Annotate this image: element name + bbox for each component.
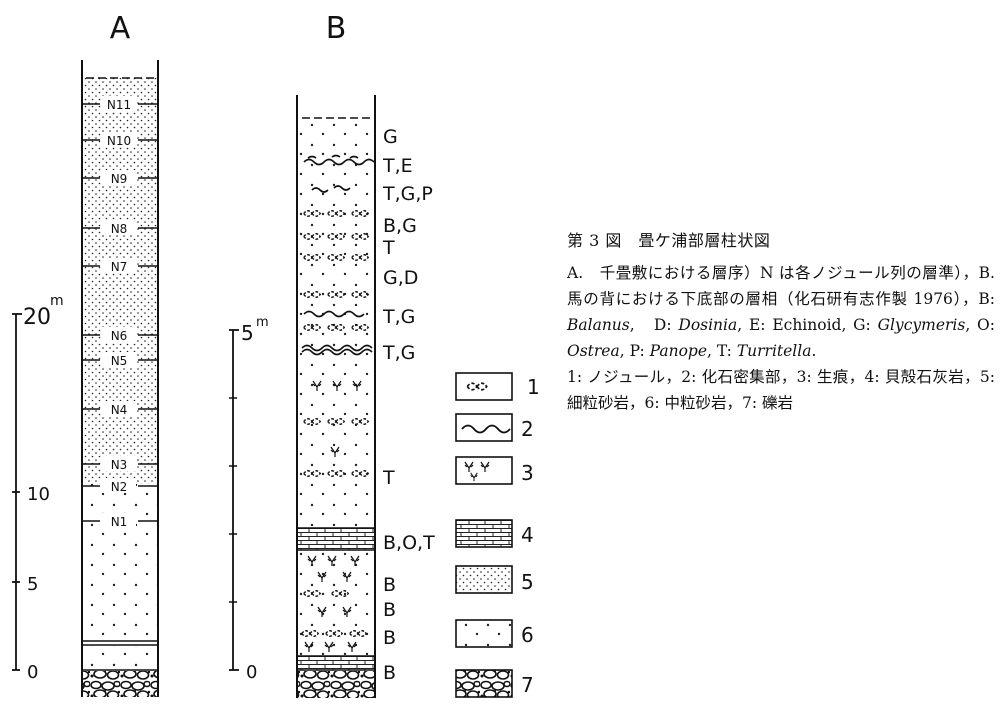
fossil-label: B xyxy=(383,627,396,649)
conglomerate-layer xyxy=(82,671,158,697)
figure-caption: 第 3 図 畳ケ浦部層柱状図 A. 千畳敷における層序）N は各ノジュール列の層… xyxy=(567,228,995,416)
fossil-label: G xyxy=(383,126,398,148)
column-a-scale: 20 m 10 5 0 xyxy=(12,293,64,683)
nodule-horizon-label: N10 xyxy=(107,134,131,148)
caption-b-label: B: xyxy=(978,290,995,308)
nodule-horizon-label: N7 xyxy=(111,260,128,274)
legend-item-5: 5 xyxy=(456,566,534,594)
caption-d-genus: Dosinia xyxy=(678,316,737,334)
caption-description: A. 千畳敷における層序）N は各ノジュール列の層準），B. 馬の背における下底… xyxy=(567,260,995,364)
nodule-horizon-label: N8 xyxy=(111,222,128,236)
nodule-horizon-label: N2 xyxy=(111,480,128,494)
nodule-horizon-label: N9 xyxy=(111,172,128,186)
caption-o-genus: Ostrea xyxy=(567,342,620,360)
caption-o-label: , O: xyxy=(965,316,995,334)
caption-t-genus: Turritella xyxy=(737,342,812,360)
nodule-horizon-label: N1 xyxy=(111,515,128,529)
fossil-label: T,G xyxy=(382,342,415,364)
fossil-label: T,G,P xyxy=(382,183,433,205)
nodule-horizon-label: N11 xyxy=(107,98,131,112)
fossil-label: B xyxy=(383,662,396,684)
scale-a-5: 5 xyxy=(27,574,38,595)
medium-sandstone-lower xyxy=(297,550,375,655)
legend-num-6: 6 xyxy=(521,623,534,647)
caption-e-label: , E: Echinoid, G: xyxy=(737,316,871,334)
fossil-label: B xyxy=(383,574,396,596)
scale-a-unit: m xyxy=(50,293,64,309)
column-b: B xyxy=(229,11,435,698)
legend-num-3: 3 xyxy=(521,461,534,485)
fossil-label: T,E xyxy=(382,155,413,177)
medium-sandstone-body xyxy=(297,118,375,528)
caption-end: . xyxy=(811,342,816,360)
legend-num-1: 1 xyxy=(527,375,540,399)
legend-item-7: 7 xyxy=(456,670,534,697)
medium-sandstone-layer xyxy=(82,484,158,640)
caption-g-genus: Glycymeris xyxy=(878,316,966,334)
legend-item-6: 6 xyxy=(456,620,534,647)
legend-item-2: 2 xyxy=(456,414,534,441)
column-b-title: B xyxy=(326,11,347,46)
nodule-horizon-label: N5 xyxy=(111,354,128,368)
fossil-label: T xyxy=(382,237,395,259)
scale-a-0: 0 xyxy=(27,662,38,683)
legend-item-3: 3 xyxy=(456,457,534,485)
caption-d-label: , D: xyxy=(630,316,672,334)
legend-num-4: 4 xyxy=(521,523,534,547)
caption-b-genus: Balanus xyxy=(567,316,630,334)
caption-title: 第 3 図 畳ケ浦部層柱状図 xyxy=(567,228,995,254)
legend-num-5: 5 xyxy=(521,570,534,594)
legend-num-2: 2 xyxy=(521,417,534,441)
fossil-label: T xyxy=(382,467,395,489)
fossil-label: G,D xyxy=(383,267,418,289)
caption-p-label: , P: xyxy=(620,342,645,360)
shell-limestone-layer xyxy=(297,528,375,550)
scale-b-top: 5 xyxy=(241,321,254,345)
nodule-horizon-label: N3 xyxy=(111,458,128,472)
legend-item-4: 4 xyxy=(456,520,534,547)
caption-line-a: A. 千畳敷における層序）N は各ノジュール列の層準），B. 馬の背における下底… xyxy=(567,264,1002,308)
scale-b-unit: m xyxy=(256,315,269,330)
fossil-label: B,O,T xyxy=(383,532,435,554)
legend: 1 2 3 4 5 6 7 xyxy=(456,373,540,697)
scale-a-10: 10 xyxy=(27,484,50,505)
scale-a-top: 20 xyxy=(23,305,51,330)
caption-t-label: , T: xyxy=(707,342,732,360)
scale-b-0: 0 xyxy=(246,662,257,683)
nodule-horizon-label: N6 xyxy=(111,329,128,343)
fossil-label: B,G xyxy=(383,215,417,237)
fossil-label: T,G xyxy=(382,306,415,328)
basal-conglomerate xyxy=(297,671,375,698)
column-b-scale: 5 m 0 xyxy=(229,315,269,683)
basal-limestone xyxy=(297,656,375,670)
caption-p-genus: Panope xyxy=(650,342,707,360)
fossil-label: B xyxy=(383,599,396,621)
legend-item-1: 1 xyxy=(456,373,540,400)
caption-legend-text: 1: ノジュール，2: 化石密集部，3: 生痕，4: 貝殻石灰岩，5: 細粒砂岩… xyxy=(567,364,995,416)
nodule-horizon-label: N4 xyxy=(111,403,128,417)
legend-num-7: 7 xyxy=(521,673,534,697)
column-a-title: A xyxy=(110,11,131,46)
